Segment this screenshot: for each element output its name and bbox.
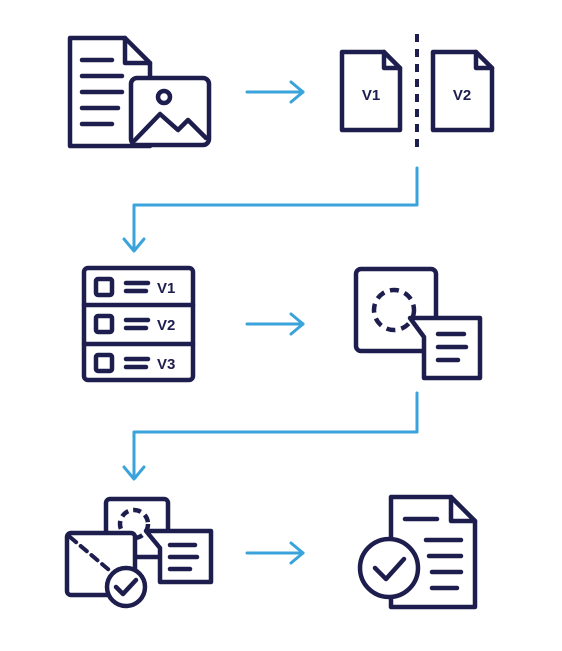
approved-document-icon: [357, 494, 478, 610]
merged-review-icon: [64, 496, 214, 609]
version-checklist-icon: V1 V2 V3: [81, 265, 196, 383]
checklist-item-2-label: V2: [157, 317, 175, 334]
arrow-right-icon: [245, 312, 305, 336]
arrow-right-icon: [245, 80, 305, 104]
document-with-image-icon: [67, 35, 212, 149]
connector-arrow: [122, 166, 419, 253]
checklist-item-3-label: V3: [157, 356, 175, 373]
selection-comment-icon: [353, 266, 483, 381]
connector-arrow: [122, 391, 419, 481]
arrow-right-icon: [245, 541, 305, 565]
checklist-item-1-label: V1: [157, 280, 175, 297]
version-right-label: V2: [453, 87, 471, 104]
split-versions-icon: V1 V2: [339, 34, 495, 150]
version-left-label: V1: [362, 87, 380, 104]
